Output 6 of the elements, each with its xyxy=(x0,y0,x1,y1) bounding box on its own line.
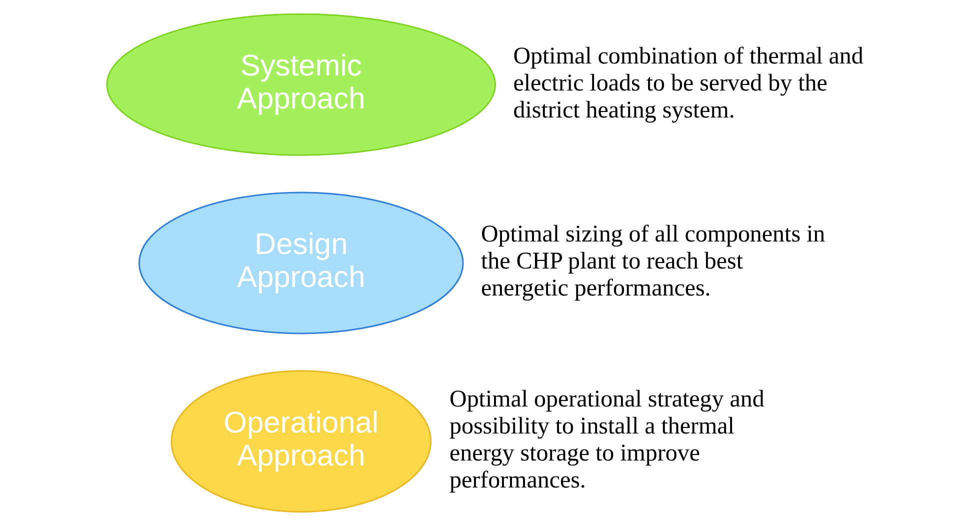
node-label: Optimal combination of thermal and electric loads to be served by the district heating system. xyxy=(512,43,863,124)
node-label: Optimal sizing of all components in the CHP plant to reach best energetic performances. xyxy=(480,222,825,302)
node-ellipse: Systemic Approach xyxy=(106,13,496,156)
node-ellipse: Design Approach xyxy=(138,192,464,334)
node-label: Optimal operational strategy and possibility to install a thermal energy storage to improve performances. xyxy=(449,386,764,494)
node-ellipse: Operational Approach xyxy=(170,370,432,513)
